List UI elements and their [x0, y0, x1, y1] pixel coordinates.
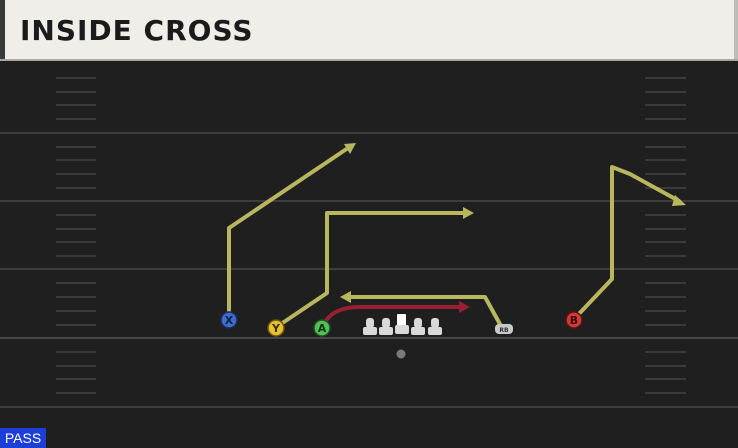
offensive-line [363, 314, 442, 335]
lineman-center [395, 314, 409, 334]
route-rb-arrowhead [340, 291, 351, 303]
lineman-left-guard [379, 318, 393, 335]
hash-marks-left [56, 77, 96, 394]
play-title: INSIDE CROSS [20, 14, 254, 47]
route-y-arrowhead [463, 207, 474, 219]
route-y-corner [276, 211, 468, 328]
route-b-post-corner [574, 165, 681, 319]
banner-accent [0, 0, 5, 59]
route-x-arrowhead [344, 143, 356, 154]
a-button-icon[interactable]: A [313, 319, 331, 337]
running-back-marker: RB [495, 324, 513, 334]
play-title-banner: INSIDE CROSS [0, 0, 738, 59]
lineman-right-guard [411, 318, 425, 335]
route-rb-cross [346, 295, 503, 328]
route-b-arrowhead [672, 195, 686, 206]
route-a-arrowhead [459, 301, 470, 313]
y-button-label: Y [271, 322, 281, 335]
a-button-label: A [318, 322, 327, 335]
x-button-icon[interactable]: X [220, 311, 238, 329]
quarterback-marker [396, 349, 406, 359]
lineman-left-tackle [363, 318, 377, 335]
rb-label: RB [499, 327, 509, 334]
lineman-right-tackle [428, 318, 442, 335]
b-button-icon[interactable]: B [565, 311, 583, 329]
x-button-label: X [225, 314, 234, 327]
routes [227, 143, 686, 328]
hash-marks-right [645, 77, 686, 394]
b-button-label: B [570, 314, 578, 327]
y-button-icon[interactable]: Y [267, 319, 285, 337]
route-x-post [227, 144, 353, 320]
yard-lines [0, 132, 738, 408]
play-type-badge: PASS [0, 428, 46, 448]
